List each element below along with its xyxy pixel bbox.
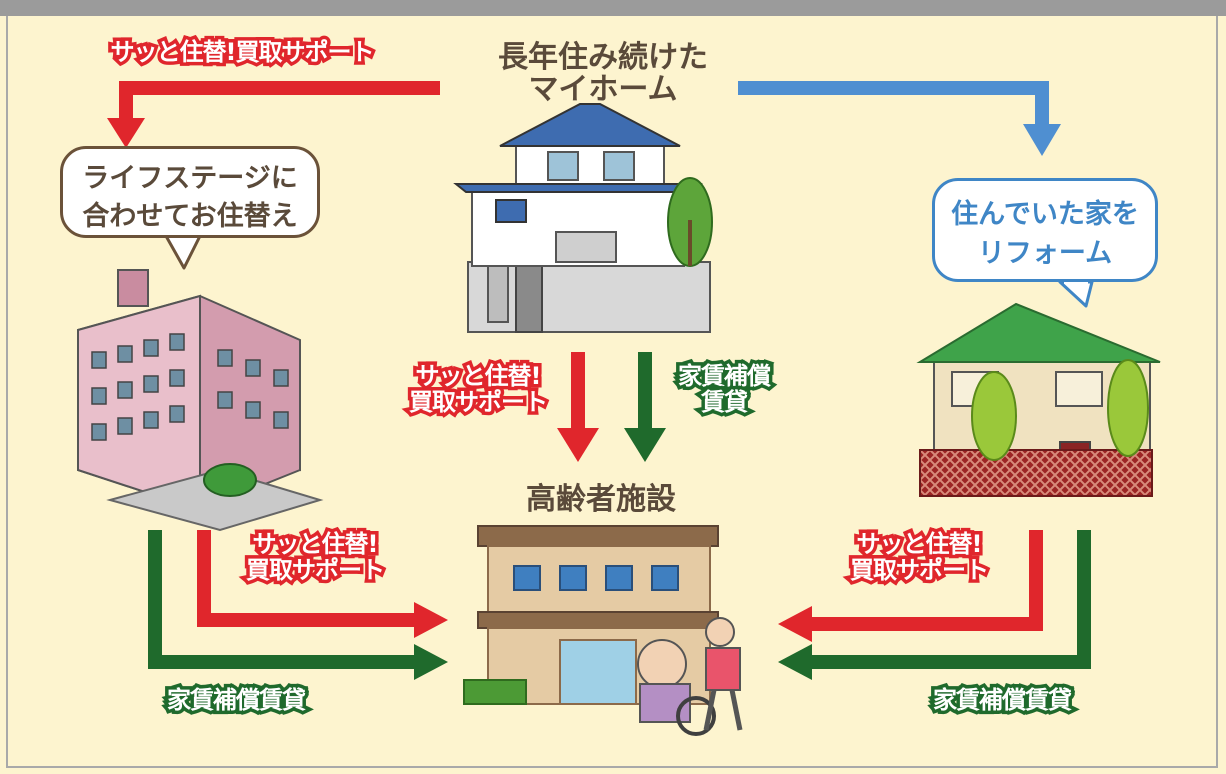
buyback-right-line2: 買取サポート: [847, 554, 993, 587]
rent-guarantee-label-right: 家賃補償賃貸: [930, 684, 1076, 717]
arrow-right-green: [778, 530, 1091, 680]
buyback-support-label-top: サッと住替!買取サポート: [107, 36, 378, 69]
arrow-left-red: [197, 530, 448, 638]
arrow-right-red: [778, 530, 1043, 642]
buyback-center-line2: 買取サポート: [406, 386, 552, 419]
buyback-right-line1: サッと住替!: [853, 528, 986, 561]
reform-bubble: 住んでいた家を リフォーム: [932, 178, 1158, 282]
arrow-top-right-blue: [738, 81, 1061, 156]
right-bubble-tail: [1058, 280, 1094, 308]
reform-bubble-line2: リフォーム: [977, 238, 1113, 270]
my-home-label: 長年住み続けた マイホーム: [478, 40, 728, 108]
life-stage-bubble-line2: 合わせてお住替え: [82, 200, 298, 232]
buyback-support-label-right: サッと住替! 買取サポート: [836, 528, 1002, 587]
left-bubble-tail: [164, 234, 202, 270]
diagram-frame: [6, 16, 1218, 768]
rent-center-line2: 賃貸: [698, 386, 752, 419]
buyback-left-line2: 買取サポート: [243, 554, 389, 587]
arrow-center-red: [557, 352, 599, 462]
my-home-label-line1: 長年住み続けた: [498, 40, 708, 75]
facility-label: 高齢者施設: [526, 482, 676, 517]
reformed-house-illustration: [916, 302, 1161, 497]
buyback-center-line1: サッと住替!: [412, 360, 545, 393]
apartment-illustration: [77, 269, 324, 532]
buyback-support-label-left: サッと住替! 買取サポート: [232, 528, 398, 587]
arrow-left-green: [148, 530, 448, 680]
buyback-support-label-center: サッと住替! 買取サポート: [398, 360, 558, 419]
rent-guarantee-label-left: 家賃補償賃貸: [164, 684, 310, 717]
buyback-left-line1: サッと住替!: [249, 528, 382, 561]
top-bar: [0, 0, 1226, 16]
rent-guarantee-label-center: 家賃補償 賃貸: [664, 360, 784, 419]
arrow-top-left-red: [107, 81, 440, 148]
life-stage-bubble-line1: ライフステージに: [82, 163, 298, 194]
arrow-center-green: [624, 352, 666, 462]
life-stage-bubble: ライフステージに 合わせてお住替え: [60, 146, 320, 238]
my-home-label-line2: マイホーム: [528, 72, 678, 108]
care-facility-illustration: [463, 525, 743, 736]
home-illustration: [453, 103, 713, 333]
reform-bubble-line1: 住んでいた家を: [951, 199, 1139, 230]
rent-center-line1: 家賃補償: [675, 360, 775, 393]
